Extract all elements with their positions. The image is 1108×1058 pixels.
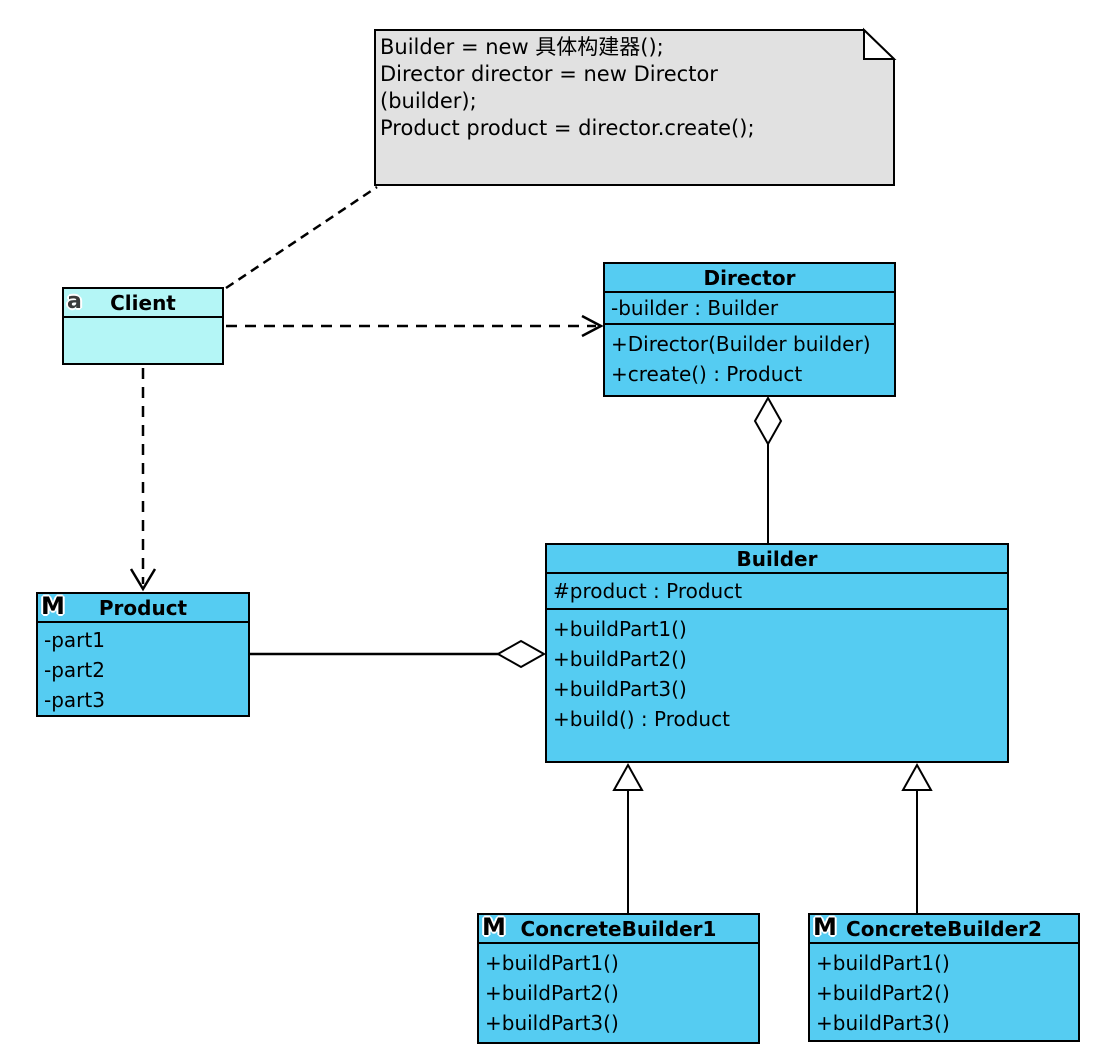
- model-class-m-icon: M: [41, 592, 65, 620]
- method-row: +buildPart2(): [485, 981, 619, 1005]
- methods-section: +Director(Builder builder) +create() : P…: [605, 325, 894, 395]
- attributes-section: #product : Product: [547, 574, 1007, 610]
- method-row: +buildPart2(): [553, 647, 687, 671]
- note-line: Builder = new 具体构建器();: [380, 35, 664, 59]
- class-title-bar: M Product: [38, 592, 248, 623]
- method-row: +buildPart1(): [485, 951, 619, 975]
- class-title: ConcreteBuilder1: [520, 916, 717, 941]
- attribute-row: -builder : Builder: [611, 296, 779, 320]
- attribute-row: -part1: [44, 628, 105, 652]
- model-class-m-icon: M: [482, 913, 506, 941]
- code-note[interactable]: Builder = new 具体构建器(); Director director…: [380, 34, 858, 142]
- attribute-row: -part2: [44, 658, 105, 682]
- method-row: +buildPart3(): [553, 677, 687, 701]
- note-fold-corner: [863, 27, 897, 60]
- method-row: +buildPart3(): [816, 1011, 950, 1035]
- attributes-section: [64, 318, 222, 363]
- attribute-row: -part3: [44, 688, 105, 712]
- method-row: +buildPart2(): [816, 981, 950, 1005]
- model-class-m-icon: M: [813, 913, 837, 941]
- class-title: Product: [98, 595, 188, 620]
- class-box-builder[interactable]: Builder #product : Product +buildPart1()…: [545, 543, 1009, 763]
- methods-section: +buildPart1() +buildPart2() +buildPart3(…: [479, 944, 758, 1042]
- generalization-triangle-cb1: [612, 762, 644, 791]
- aggregation-diamond-director: [753, 395, 783, 447]
- method-row: +create() : Product: [611, 362, 803, 386]
- class-title-bar: Director: [605, 264, 894, 293]
- open-arrowhead-product: [129, 568, 157, 592]
- class-box-product[interactable]: M Product -part1 -part2 -part3: [36, 592, 250, 717]
- class-title-bar: M ConcreteBuilder1: [479, 913, 758, 944]
- class-box-concretebuilder1[interactable]: M ConcreteBuilder1 +buildPart1() +buildP…: [477, 913, 760, 1044]
- aggregation-diamond-builder: [495, 639, 547, 669]
- open-arrowhead-director: [581, 314, 604, 338]
- class-box-concretebuilder2[interactable]: M ConcreteBuilder2 +buildPart1() +buildP…: [808, 913, 1080, 1042]
- class-title: Client: [110, 290, 176, 315]
- class-box-director[interactable]: Director -builder : Builder +Director(Bu…: [603, 262, 896, 397]
- methods-section: +buildPart1() +buildPart2() +buildPart3(…: [547, 610, 1007, 761]
- class-title: ConcreteBuilder2: [846, 916, 1042, 941]
- note-line: Product product = director.create();: [380, 116, 755, 140]
- class-title-bar: M ConcreteBuilder2: [810, 913, 1078, 944]
- generalization-triangle-cb2: [901, 762, 933, 791]
- attributes-section: -part1 -part2 -part3: [38, 623, 248, 715]
- attribute-row: #product : Product: [553, 579, 743, 603]
- method-row: +buildPart1(): [553, 617, 687, 641]
- note-line: Director director = new Director: [380, 62, 718, 86]
- class-title: Director: [703, 265, 796, 290]
- method-row: +buildPart1(): [816, 951, 950, 975]
- class-title: Builder: [736, 546, 818, 571]
- method-row: +buildPart3(): [485, 1011, 619, 1035]
- note-shape[interactable]: [374, 29, 895, 186]
- methods-section: +buildPart1() +buildPart2() +buildPart3(…: [810, 944, 1078, 1040]
- class-title-bar: a Client: [64, 289, 222, 318]
- connector-client-note[interactable]: [225, 185, 378, 290]
- method-row: +Director(Builder builder): [611, 332, 871, 356]
- annotation-a-icon: a: [67, 289, 82, 314]
- class-box-client[interactable]: a Client: [62, 287, 224, 365]
- method-row: +build() : Product: [553, 707, 730, 731]
- note-line: (builder);: [380, 89, 477, 113]
- attributes-section: -builder : Builder: [605, 293, 894, 325]
- class-title-bar: Builder: [547, 545, 1007, 574]
